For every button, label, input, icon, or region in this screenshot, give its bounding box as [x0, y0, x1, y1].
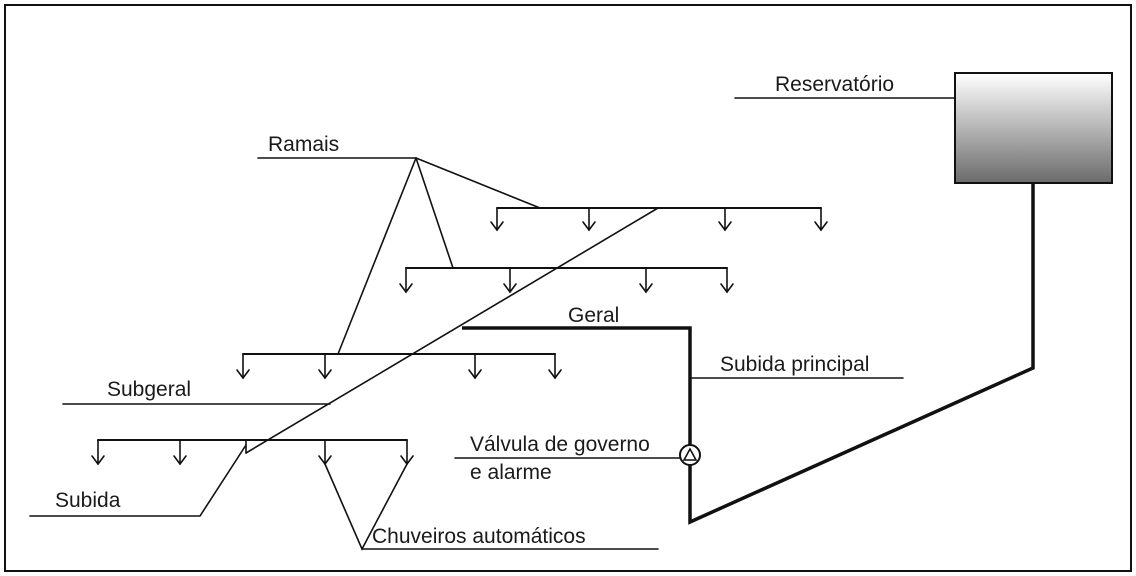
branch-1-sprinklers [490, 207, 828, 232]
branch-4-sprinklers [91, 439, 414, 466]
label-reservatorio: Reservatório [775, 73, 894, 96]
sprinkler-head-icon [503, 267, 517, 294]
branch-2-sprinklers [399, 267, 734, 294]
label-subida: Subida [55, 489, 121, 512]
sprinkler-head-icon [718, 207, 732, 232]
diagram-border [4, 4, 1132, 572]
sprinkler-head-icon [490, 207, 504, 232]
subgeral-pipe [245, 207, 659, 454]
sprinkler-head-icon [318, 439, 332, 466]
sprinkler-head-icon [91, 439, 105, 466]
sprinkler-head-icon [236, 353, 250, 380]
label-valvula-line2: e alarme [470, 461, 552, 484]
sprinkler-head-icon [720, 267, 734, 294]
sprinkler-head-icon [639, 267, 653, 294]
sprinkler-head-icon [173, 439, 187, 466]
label-chuveiros: Chuveiros automáticos [372, 525, 586, 548]
label-subgeral: Subgeral [107, 378, 191, 401]
ramais-pointer-2 [415, 157, 454, 269]
sprinkler-head-icon [468, 353, 482, 380]
main-supply-pipe [462, 183, 1035, 525]
label-subida-principal: Subida principal [720, 353, 869, 376]
reservoir-tank [954, 72, 1113, 184]
label-valvula-line1: Válvula de governo [470, 433, 650, 456]
ramais-pointer-3 [337, 157, 417, 355]
sprinkler-head-icon [399, 267, 413, 294]
label-geral: Geral [568, 304, 619, 327]
sprinkler-head-icon [814, 207, 828, 232]
label-ramais: Ramais [268, 133, 339, 156]
ramais-pointer-1 [415, 157, 541, 209]
branch-3-sprinklers [236, 353, 562, 380]
valve-triangle-icon [682, 447, 698, 461]
sprinkler-head-icon [400, 439, 414, 466]
subida-leader [29, 444, 247, 517]
sprinkler-head-icon [548, 353, 562, 380]
sprinkler-head-icon [582, 207, 596, 232]
sprinkler-head-icon [318, 353, 332, 380]
